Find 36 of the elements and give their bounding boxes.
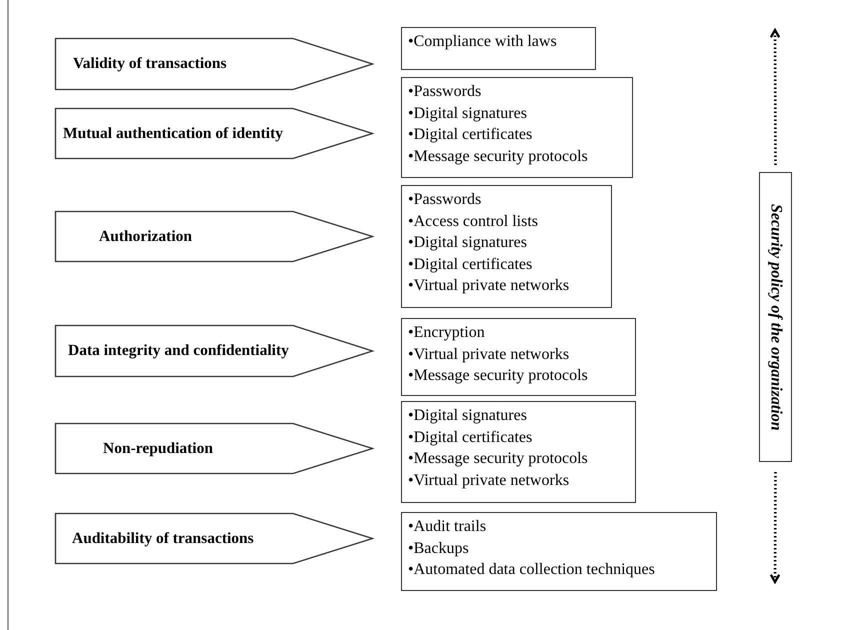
category-label: Auditability of transactions bbox=[72, 530, 254, 546]
list-item: •Passwords bbox=[408, 190, 482, 210]
list-item: •Message security protocols bbox=[408, 146, 589, 166]
category-label: Data integrity and confidentiality bbox=[68, 343, 289, 358]
list-item: •Audit trails bbox=[408, 517, 488, 537]
dotted-arrow bbox=[770, 28, 780, 165]
vertical-label: Security policy of the organization bbox=[766, 204, 784, 430]
list-item: •Encryption bbox=[408, 323, 486, 343]
bullet-list-box bbox=[401, 77, 633, 178]
list-item: •Message security protocols bbox=[408, 449, 589, 469]
list-item: •Digital signatures bbox=[408, 406, 528, 426]
bullet-list-box bbox=[401, 401, 636, 503]
list-item: •Virtual private networks bbox=[408, 344, 570, 364]
list-item: •Message security protocols bbox=[408, 366, 589, 386]
list-item: •Compliance with laws bbox=[408, 32, 558, 52]
list-item: •Backups bbox=[408, 538, 470, 558]
list-item: •Digital signatures bbox=[408, 233, 528, 253]
list-item: •Digital certificates bbox=[408, 125, 534, 145]
list-item: •Digital signatures bbox=[408, 104, 528, 124]
label-box bbox=[759, 172, 792, 462]
list-item: •Automated data collection techniques bbox=[408, 560, 656, 580]
bullet-list-box bbox=[401, 512, 717, 591]
bullet-list-box bbox=[401, 318, 636, 396]
category-label: Validity of transactions bbox=[73, 56, 227, 72]
dotted-arrow bbox=[770, 472, 780, 584]
category-label: Mutual authentication of identity bbox=[63, 126, 284, 141]
list-item: •Virtual private networks bbox=[408, 470, 570, 490]
list-item: •Access control lists bbox=[408, 212, 540, 232]
list-item: •Virtual private networks bbox=[408, 276, 570, 296]
list-item: •Passwords bbox=[408, 82, 482, 102]
category-label: Non-repudiation bbox=[103, 440, 213, 456]
bullet-list-box bbox=[401, 185, 612, 308]
category-label: Authorization bbox=[99, 228, 192, 244]
bullet-list-box bbox=[401, 27, 596, 70]
list-item: •Digital certificates bbox=[408, 254, 534, 274]
list-item: •Digital certificates bbox=[408, 428, 534, 448]
